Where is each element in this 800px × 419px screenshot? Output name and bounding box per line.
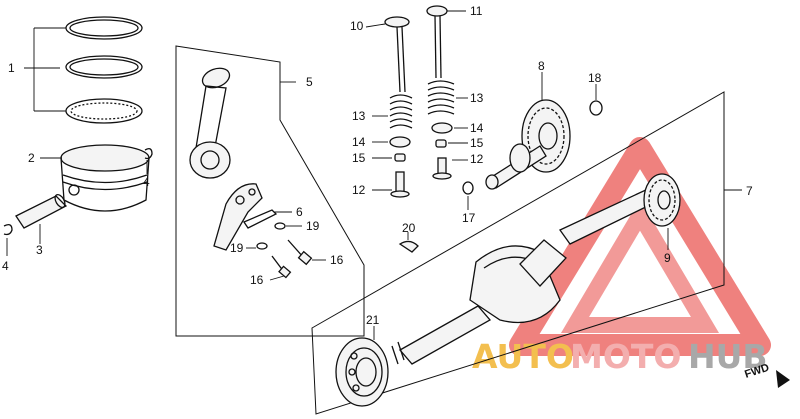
callout-4-right: 4 xyxy=(143,175,150,189)
callout-3: 3 xyxy=(36,243,43,257)
camshaft-washer xyxy=(589,84,603,116)
callout-11: 11 xyxy=(470,4,483,18)
callout-20: 20 xyxy=(402,221,416,235)
ball-bearing xyxy=(335,326,389,407)
watermark-moto: MOTO xyxy=(570,337,681,376)
valve-spring-left xyxy=(372,94,413,129)
piston-pin-clip-left xyxy=(3,224,13,256)
valve-spring-right xyxy=(427,80,468,115)
camshaft xyxy=(485,72,571,190)
callout-labels: 1 2 3 4 4 5 6 19 19 16 16 10 11 13 13 14… xyxy=(2,4,753,327)
valve-cotter-right xyxy=(435,139,468,148)
callout-1: 1 xyxy=(8,61,15,75)
callout-7: 7 xyxy=(746,184,753,198)
callout-2: 2 xyxy=(28,151,35,165)
intake-valve xyxy=(365,16,410,93)
callout-14-left: 14 xyxy=(352,135,366,149)
connecting-rod-frame xyxy=(175,45,365,337)
callout-8: 8 xyxy=(538,59,545,73)
piston-pin xyxy=(15,193,68,244)
watermark-logo: AUTO MOTO HUB xyxy=(472,137,771,376)
valve-cotter-left xyxy=(372,153,406,162)
callout-13-right: 13 xyxy=(470,91,484,105)
callout-12-left: 12 xyxy=(352,183,366,197)
fwd-arrow-icon xyxy=(776,370,790,388)
callout-5: 5 xyxy=(306,75,313,89)
callout-18: 18 xyxy=(588,71,602,85)
watermark-hub: HUB xyxy=(688,337,768,376)
crankshaft-gear xyxy=(643,173,681,250)
callout-12-right: 12 xyxy=(470,152,484,166)
tappet-left xyxy=(372,171,410,198)
spring-retainer-right xyxy=(431,122,468,134)
callout-9: 9 xyxy=(664,251,671,265)
crankshaft xyxy=(391,187,662,365)
callout-14-right: 14 xyxy=(470,121,484,135)
camshaft-washer-small xyxy=(462,181,474,210)
callout-13-left: 13 xyxy=(352,109,366,123)
callout-19-right: 19 xyxy=(306,219,320,233)
callout-4-left: 4 xyxy=(2,259,9,273)
callout-21: 21 xyxy=(366,313,380,327)
exhaust-valve xyxy=(426,5,466,79)
callout-15-right: 15 xyxy=(470,136,484,150)
callout-6: 6 xyxy=(296,205,303,219)
connecting-rod xyxy=(189,67,231,179)
second-ring xyxy=(65,55,143,79)
callout-16-left: 16 xyxy=(250,273,264,287)
oil-dipper-plate xyxy=(243,209,292,229)
callout-15-left: 15 xyxy=(352,151,366,165)
watermark-triangle-inner xyxy=(560,199,720,333)
callout-16-right: 16 xyxy=(330,253,344,267)
piston-pin-clip-right xyxy=(144,148,153,174)
crankshaft-frame xyxy=(311,91,742,415)
watermark-auto: AUTO xyxy=(472,337,574,376)
callout-10: 10 xyxy=(350,19,364,33)
woodruff-key xyxy=(398,232,419,253)
piston-rings xyxy=(24,16,143,124)
watermark-triangle-outer xyxy=(509,137,771,356)
tappet-right xyxy=(432,157,468,180)
spring-retainer-left xyxy=(372,136,411,148)
rod-bolts xyxy=(269,239,326,281)
callout-19-left: 19 xyxy=(230,241,244,255)
connecting-rod-cap xyxy=(213,183,263,251)
rod-washers xyxy=(246,222,302,250)
callout-17: 17 xyxy=(462,211,476,225)
